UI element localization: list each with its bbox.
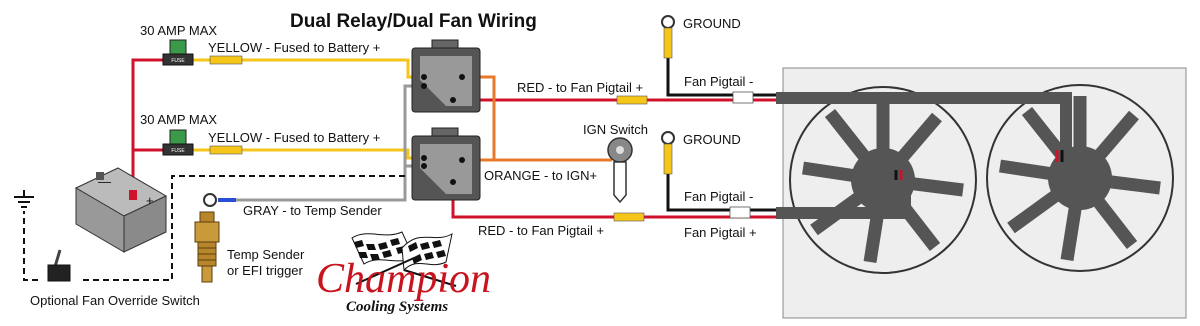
amp-max-label-bottom: 30 AMP MAX — [140, 112, 217, 127]
ground-terminal-top — [661, 15, 675, 59]
ground-label-top: GROUND — [683, 16, 741, 31]
fan-pigtail-minus-label-top: Fan Pigtail - — [684, 74, 753, 89]
brand-name: Champion — [316, 256, 491, 302]
radiator — [776, 67, 1187, 319]
fuse-top: FUSE — [162, 39, 194, 66]
ign-switch-label: IGN Switch — [583, 122, 648, 137]
fuse-label: FUSE — [171, 148, 185, 154]
fuse-label: FUSE — [171, 58, 185, 64]
temp-ring-terminal — [203, 193, 217, 207]
efi-trigger-label: or EFI trigger — [227, 263, 304, 278]
override-switch-label: Optional Fan Override Switch — [30, 293, 200, 308]
battery-plus-label: + — [146, 193, 154, 208]
relay-bottom — [411, 127, 481, 201]
override-switch-icon — [47, 249, 71, 282]
orange-label: ORANGE - to IGN+ — [484, 168, 597, 183]
yellow-label-bottom: YELLOW - Fused to Battery + — [208, 130, 380, 145]
fan-left — [789, 86, 977, 274]
wire-tags — [209, 55, 754, 222]
red-label-bottom: RED - to Fan Pigtail + — [478, 223, 604, 238]
ground-symbol-icon — [14, 190, 34, 208]
amp-max-label-top: 30 AMP MAX — [140, 23, 217, 38]
fuse-bottom: FUSE — [162, 129, 194, 156]
diagram-title: Dual Relay/Dual Fan Wiring — [290, 11, 537, 32]
fan-right — [986, 84, 1174, 272]
ground-label-bottom: GROUND — [683, 132, 741, 147]
yellow-label-top: YELLOW - Fused to Battery + — [208, 40, 380, 55]
fan-pigtail-minus-label-bottom: Fan Pigtail - — [684, 189, 753, 204]
brand-subtitle: Cooling Systems — [346, 299, 448, 315]
battery-minus-label: — — [98, 174, 111, 189]
battery-icon: + — — [74, 167, 168, 253]
labels: Dual Relay/Dual Fan Wiring 30 AMP MAX YE… — [30, 11, 757, 308]
temp-sender-label: Temp Sender — [227, 247, 305, 262]
fan-pigtail-plus-label: Fan Pigtail + — [684, 225, 757, 240]
champion-logo: Champion Cooling Systems — [316, 256, 491, 315]
red-label-top: RED - to Fan Pigtail + — [517, 80, 643, 95]
ignition-key-icon — [607, 137, 633, 204]
gray-label: GRAY - to Temp Sender — [243, 203, 382, 218]
ground-terminal-bottom — [661, 131, 675, 175]
temp-sender-icon — [194, 211, 220, 283]
checkered-flags-logo — [351, 231, 457, 287]
relay-top — [411, 39, 481, 113]
